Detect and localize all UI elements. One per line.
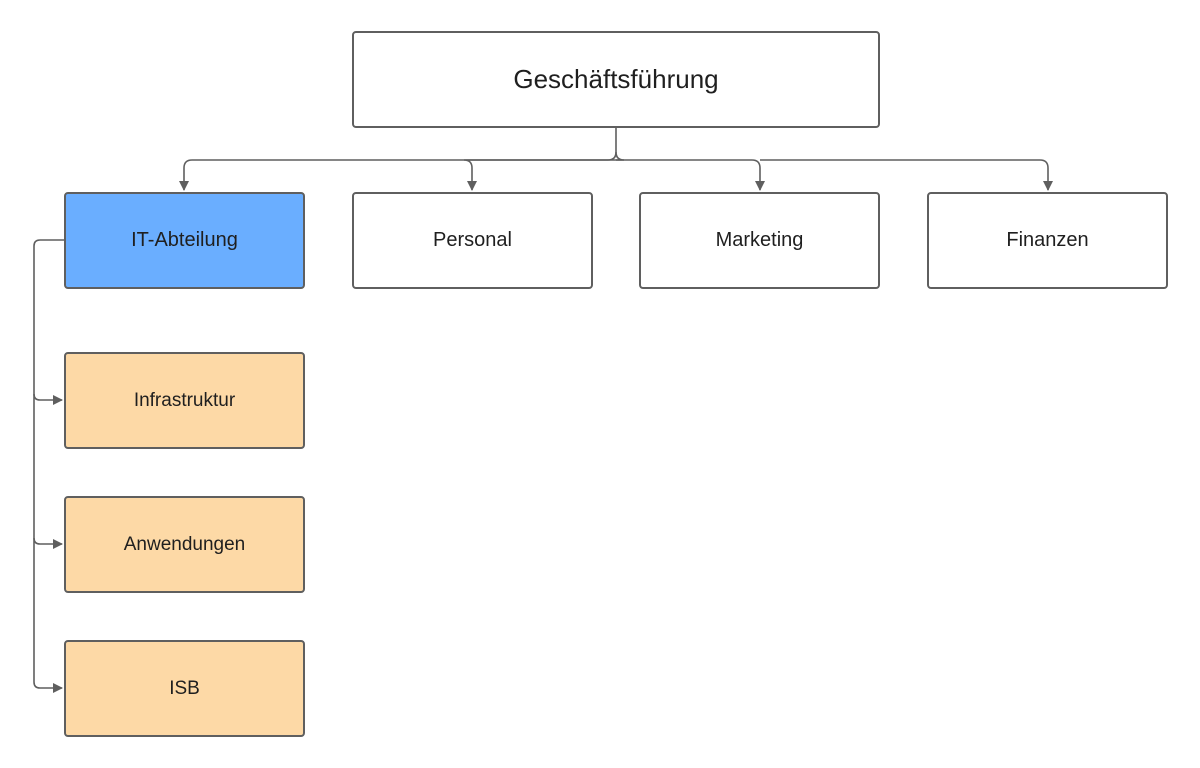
connector-root-trunk — [607, 128, 617, 161]
node-anwendungen-label: Anwendungen — [123, 533, 246, 555]
node-infrastruktur[interactable]: Infrastruktur — [64, 352, 305, 449]
connector-it-to-infrastruktur — [33, 393, 63, 405]
connector-root-to-personal — [463, 151, 625, 191]
connector-root-to-marketing — [616, 159, 765, 191]
node-geschaeftsfuehrung[interactable]: Geschäftsführung — [352, 31, 880, 128]
node-isb-label: ISB — [169, 677, 200, 699]
node-personal-label: Personal — [433, 229, 512, 251]
node-infrastruktur-label: Infrastruktur — [133, 389, 236, 411]
connector-it-to-anwendungen — [33, 537, 63, 549]
node-it-abteilung-label: IT-Abteilung — [131, 229, 238, 251]
connector-root-to-it — [179, 159, 608, 191]
node-finanzen[interactable]: Finanzen — [927, 192, 1168, 289]
node-marketing[interactable]: Marketing — [639, 192, 880, 289]
node-finanzen-label: Finanzen — [1006, 229, 1089, 251]
node-personal[interactable]: Personal — [352, 192, 593, 289]
node-isb[interactable]: ISB — [64, 640, 305, 737]
node-anwendungen[interactable]: Anwendungen — [64, 496, 305, 593]
connector-root-to-finanzen — [760, 159, 1053, 191]
node-marketing-label: Marketing — [715, 229, 804, 251]
connector-it-trunk — [33, 239, 64, 693]
node-it-abteilung[interactable]: IT-Abteilung — [64, 192, 305, 289]
node-geschaeftsfuehrung-label: Geschäftsführung — [513, 64, 719, 94]
